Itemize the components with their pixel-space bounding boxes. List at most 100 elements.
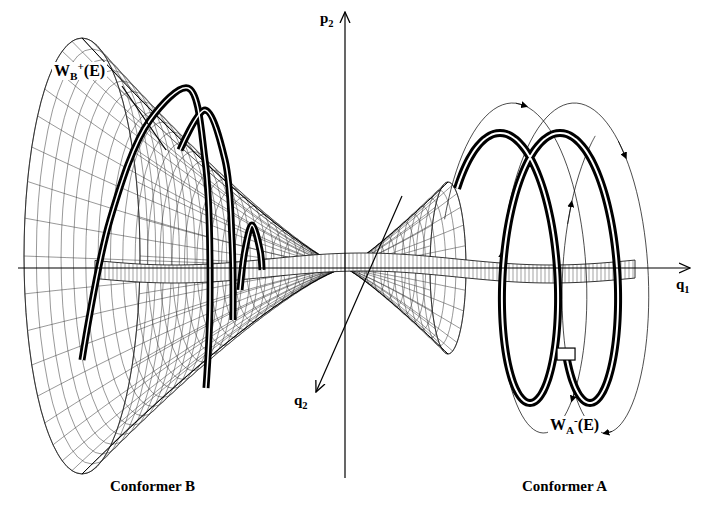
mesh-line [38,116,345,268]
axis-label: q1 [674,276,692,293]
band-hatch [333,254,334,272]
band-hatch [413,255,414,273]
mesh-line [45,268,345,423]
mesh-line [345,268,435,329]
band-hatch [117,262,118,280]
band-hatch [401,254,402,272]
band-hatch [337,254,338,272]
unstable-manifold [240,225,262,290]
band-hatch [493,262,494,280]
band-hatch [129,263,130,281]
mesh-line [345,268,453,351]
mesh-line [132,147,345,268]
mesh-line [345,268,448,354]
band-hatch [605,263,606,281]
band-hatch [473,261,474,279]
unstable-manifold-core [180,110,233,320]
mesh-line [82,38,345,268]
band-hatch [309,255,310,273]
band-hatch [633,260,634,278]
band-hatch [225,263,226,281]
band-hatch [481,261,482,279]
band-hatch [425,256,426,274]
band-hatch [293,257,294,275]
band-hatch [597,263,598,281]
band-hatch [145,264,146,282]
band-hatch [393,254,394,272]
band-hatch [445,258,446,276]
band-hatch [137,264,138,282]
unstable-manifold-core [82,88,210,388]
band-hatch [297,256,298,274]
band-hatch [281,258,282,276]
mesh-ring [36,49,148,464]
leader-line [122,86,166,150]
band-hatch [277,258,278,276]
band-hatch [217,264,218,282]
band-hatch [133,264,134,282]
band-hatch [465,260,466,278]
mesh-ring [135,132,211,388]
band-hatch [389,254,390,272]
mesh-ring [110,112,195,407]
band-hatch [577,264,578,282]
band-hatch [489,262,490,280]
band-hatch [417,255,418,273]
band-hatch [593,264,594,282]
axis-label: q2 [292,392,310,409]
band-hatch [405,254,406,272]
band-hatch [205,264,206,282]
band-hatch [249,261,250,279]
axis-label: p2 [318,10,336,27]
band-hatch [141,264,142,282]
band-hatch [573,265,574,283]
band-hatch [197,265,198,283]
mesh-ring [160,151,227,370]
conformer-label: Conformer B [108,478,197,495]
band-hatch [201,264,202,282]
mesh-line [62,268,345,461]
band-hatch [485,262,486,280]
band-hatch [601,263,602,281]
band-hatch [509,264,510,282]
band-hatch [525,264,526,282]
q1-axis [18,267,690,268]
band-hatch [321,254,322,272]
band-hatch [441,257,442,275]
band-hatch [433,257,434,275]
axes [18,12,690,478]
mesh-ring [172,161,234,362]
band-hatch [325,254,326,272]
mesh-line [53,67,345,268]
band-hatch [589,264,590,282]
mesh-line [345,268,439,342]
unstable-manifold [180,110,233,320]
mesh-line [345,268,443,351]
band-hatch [237,262,238,280]
band-hatch [305,256,306,274]
band-hatch [469,260,470,278]
band-hatch [449,258,450,276]
band-hatch [285,257,286,275]
q2-axis [316,196,402,392]
mesh-ring [73,81,171,435]
band-hatch [513,264,514,282]
band-hatch [221,263,222,281]
mesh-line [345,268,461,329]
band-hatch [329,254,330,272]
band-hatch [529,265,530,283]
band-hatch [253,261,254,279]
band-hatch [149,264,150,282]
band-hatch [497,263,498,281]
lobe-outline [345,268,448,354]
band-hatch [421,256,422,274]
band-hatch [125,263,126,281]
band-hatch [317,255,318,273]
band-hatch [581,264,582,282]
lobe-outline [82,38,345,268]
manifold-label: WA-(E) [548,416,601,434]
band-hatch [109,262,110,280]
band-hatch [257,260,258,278]
conformer-label: Conformer A [520,478,609,495]
